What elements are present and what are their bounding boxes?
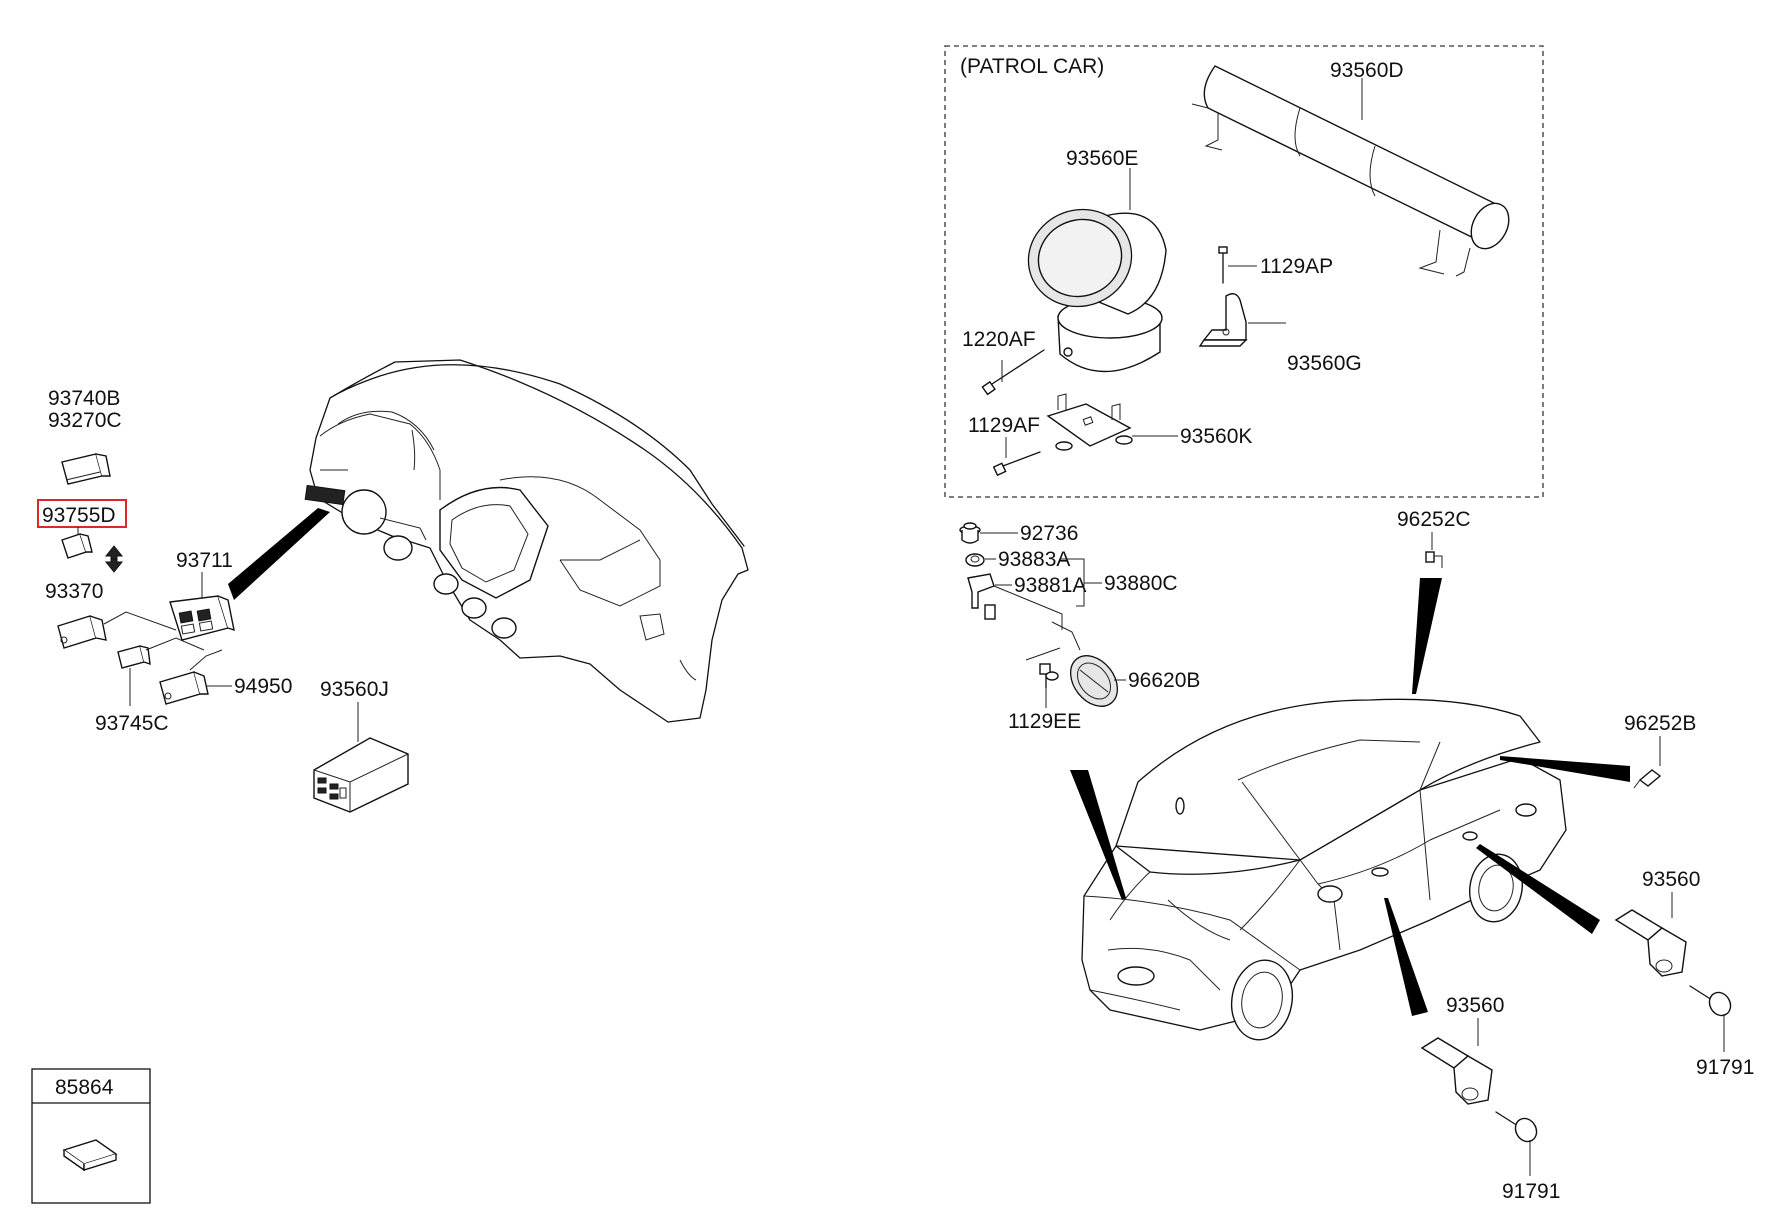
label-91791-b: 91791 [1502,1180,1560,1203]
bolt-1129EE[interactable] [1025,647,1061,689]
label-1129AF: 1129AF [968,414,1040,437]
switch-93755D[interactable] [61,533,93,559]
leader-93370 [103,611,177,631]
screw-91791-b[interactable] [1495,1111,1541,1145]
label-85864: 85864 [55,1076,114,1099]
bolt-1129AF[interactable] [992,451,1041,477]
label-93560K: 93560K [1180,425,1252,448]
spotlight-93560E[interactable] [1015,195,1167,373]
label-93370: 93370 [45,580,103,603]
label-1129EE: 1129EE [1008,710,1081,733]
dashboard-illustration [304,359,749,723]
label-93560D: 93560D [1330,59,1404,82]
label-93883A: 93883A [998,548,1070,571]
label-96620B: 96620B [1128,669,1200,692]
door-switch-93560-a[interactable] [1614,909,1687,977]
label-93560-b: 93560 [1446,994,1504,1017]
label-92736: 92736 [1020,522,1078,545]
switch-93740B[interactable] [61,453,111,485]
bolt-1129AP[interactable] [1218,246,1228,284]
bracket-93881A[interactable] [967,573,1063,630]
label-96252C: 96252C [1397,508,1471,531]
pointer-wedge-96252C [1412,578,1442,694]
mount-base-93560K[interactable] [1046,393,1133,451]
pointer-wedge-93560b [1384,898,1428,1016]
switch-93745C[interactable] [117,645,151,669]
leader-94950-b [189,649,223,671]
car-illustration [1081,698,1567,1041]
switch-94950[interactable] [159,671,209,705]
pointer-wedge-dash [228,508,330,600]
label-93745C: 93745C [95,712,169,735]
clip-96252B[interactable] [1633,769,1662,789]
patrol-car-group-box [944,45,1544,498]
label-1129AP: 1129AP [1260,255,1333,278]
leader-93745C-b [145,637,205,651]
label-93560-a: 93560 [1642,868,1700,891]
bolt-1220AF[interactable] [981,349,1045,396]
screw-91791-a[interactable] [1689,985,1735,1019]
light-bar-93560D[interactable] [1191,65,1516,277]
pointer-wedge-96252B [1500,756,1630,782]
box-85864[interactable] [31,1068,151,1204]
label-93560J: 93560J [320,678,389,701]
control-module-93560J[interactable] [313,737,409,813]
pointer-wedge-93560a [1476,844,1600,934]
horn-96620B[interactable] [1051,621,1127,715]
label-93270C: 93270C [48,409,122,432]
label-93740B: 93740B [48,387,120,410]
bracket-93560G[interactable] [1198,293,1248,347]
pointer-wedge-hood [1070,770,1126,900]
switch-93370[interactable] [57,615,107,649]
switch-panel-93711[interactable] [169,595,235,641]
double-arrow-icon [104,545,124,573]
label-93560G: 93560G [1287,352,1362,375]
horn-parts-92736[interactable] [959,522,981,544]
label-93881A: 93881A [1014,574,1086,597]
label-91791-a: 91791 [1696,1056,1754,1079]
label-1220AF: 1220AF [962,328,1036,351]
label-93880C: 93880C [1104,572,1178,595]
door-switch-93560-b[interactable] [1420,1037,1493,1105]
label-93560E: 93560E [1066,147,1138,170]
label-93711: 93711 [176,549,233,572]
label-94950: 94950 [234,675,292,698]
label-96252B: 96252B [1624,712,1696,735]
patrol-car-group-label: (PATROL CAR) [960,55,1104,78]
grommet-93883A[interactable] [965,553,985,567]
highlight-93755D [37,499,127,528]
label-93755D: 93755D [42,504,116,527]
clip-96252C[interactable] [1425,551,1443,568]
